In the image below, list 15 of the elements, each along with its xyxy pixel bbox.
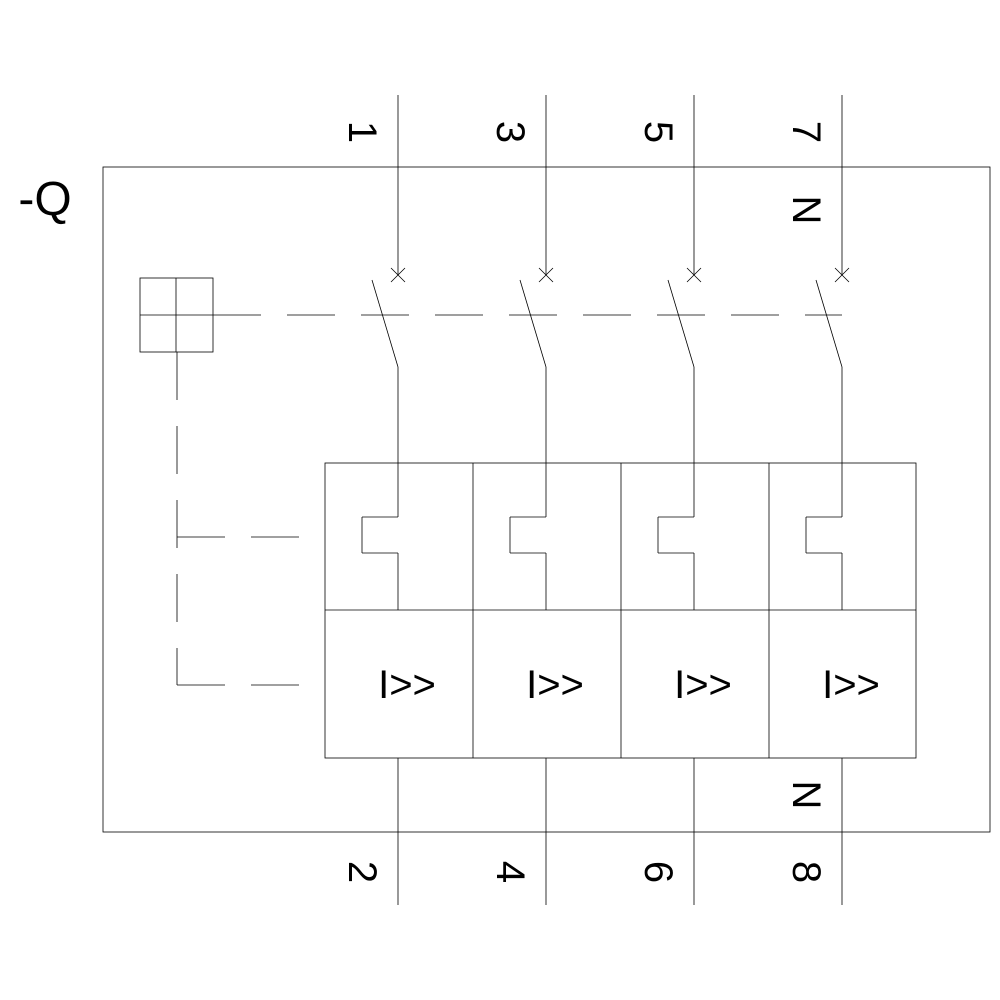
trip-label: I>> [378,665,436,705]
trip-label: I>> [822,665,880,705]
terminal-number: 7 [786,120,826,144]
device-tag: -Q [18,176,72,224]
terminal-number: 8 [786,860,826,884]
trip-label: I>> [526,665,584,705]
neutral-label: N [786,196,826,224]
terminal-number: 3 [490,120,530,144]
terminal-number: 2 [342,860,382,884]
terminal-number: 1 [342,120,382,144]
trip-label: I>> [674,665,732,705]
terminal-number: 4 [490,860,530,884]
terminal-number: 6 [638,860,678,884]
terminal-number: 5 [638,120,678,144]
neutral-label: N [786,780,826,810]
